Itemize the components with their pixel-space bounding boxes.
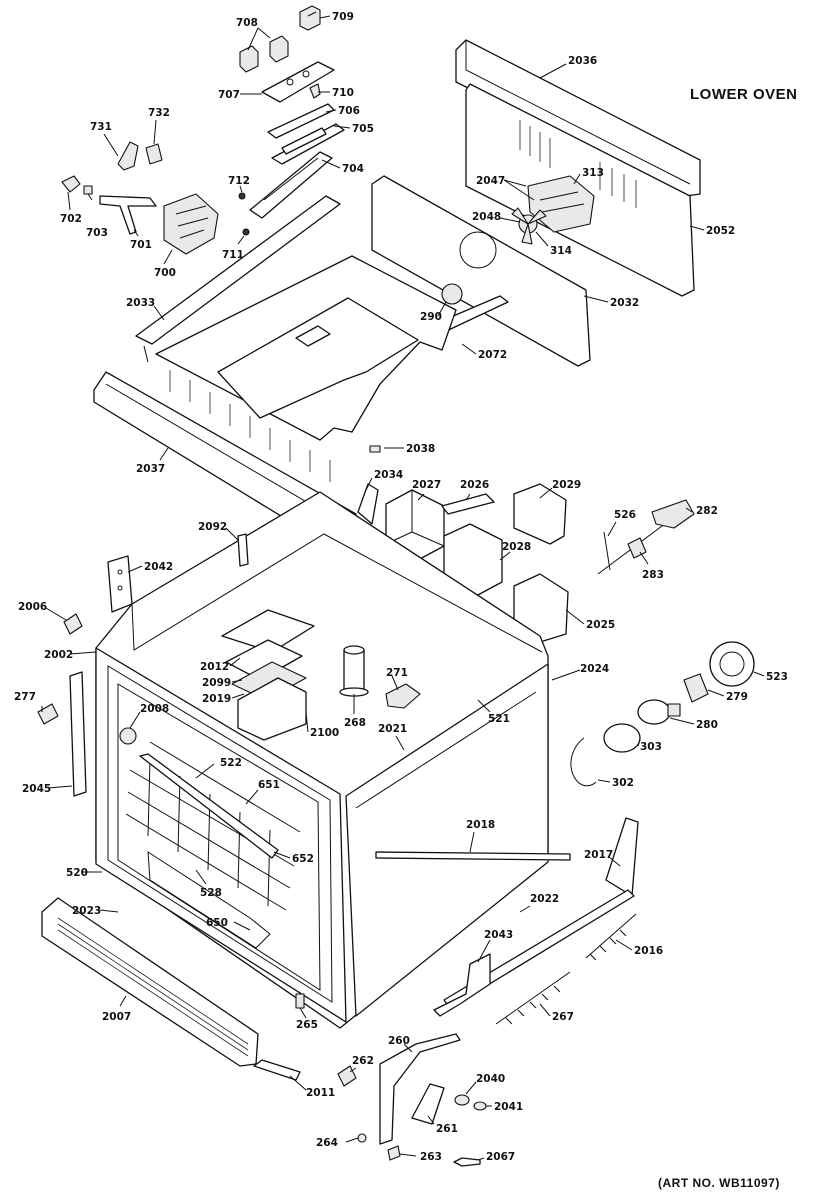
part-label-704: 704: [342, 163, 364, 175]
part-label-2032: 2032: [610, 297, 639, 309]
part-label-262: 262: [352, 1055, 374, 1067]
part-label-731: 731: [90, 121, 112, 133]
part-label-290: 290: [420, 311, 442, 323]
part-label-2026: 2026: [460, 479, 489, 491]
part-label-522: 522: [220, 757, 242, 769]
part-label-2047: 2047: [476, 175, 505, 187]
part-label-264: 264: [316, 1137, 338, 1149]
part-label-710: 710: [332, 87, 354, 99]
part-label-711: 711: [222, 249, 244, 261]
part-label-2041: 2041: [494, 1101, 523, 1113]
part-label-2002: 2002: [44, 649, 73, 661]
part-label-700: 700: [154, 267, 176, 279]
part-label-702: 702: [60, 213, 82, 225]
part-label-2040: 2040: [476, 1073, 505, 1085]
part-label-2038: 2038: [406, 443, 435, 455]
part-label-521: 521: [488, 713, 510, 725]
part-label-2016: 2016: [634, 945, 663, 957]
part-label-2028: 2028: [502, 541, 531, 553]
part-label-2092: 2092: [198, 521, 227, 533]
upper-panel-drawing: [371, 39, 701, 367]
leader-lines: [41, 15, 765, 1161]
diagram-title: LOWER OVEN: [690, 86, 798, 103]
part-label-708: 708: [236, 17, 258, 29]
latch-assembly-drawing: [61, 5, 345, 255]
part-label-2029: 2029: [552, 479, 581, 491]
part-label-2067: 2067: [486, 1151, 515, 1163]
part-label-2007: 2007: [102, 1011, 131, 1023]
part-label-2006: 2006: [18, 601, 47, 613]
part-label-732: 732: [148, 107, 170, 119]
part-label-701: 701: [130, 239, 152, 251]
part-label-2027: 2027: [412, 479, 441, 491]
part-label-260: 260: [388, 1035, 410, 1047]
part-label-2033: 2033: [126, 297, 155, 309]
part-label-709: 709: [332, 11, 354, 23]
part-label-277: 277: [14, 691, 36, 703]
part-label-282: 282: [696, 505, 718, 517]
part-label-703: 703: [86, 227, 108, 239]
part-label-2025: 2025: [586, 619, 615, 631]
part-label-2012: 2012: [200, 661, 229, 673]
oven-top-drawing: [93, 195, 457, 553]
bottom-parts-drawing: [41, 897, 487, 1167]
part-label-2019: 2019: [202, 693, 231, 705]
oven-cavity-drawing: [37, 483, 569, 1029]
part-label-2036: 2036: [568, 55, 597, 67]
part-label-302: 302: [612, 777, 634, 789]
part-label-2034: 2034: [374, 469, 403, 481]
part-label-263: 263: [420, 1151, 442, 1163]
part-label-314: 314: [550, 245, 572, 257]
right-parts-drawing: [375, 499, 755, 1025]
part-label-313: 313: [582, 167, 604, 179]
art-number: (ART NO. WB11097): [658, 1176, 780, 1190]
part-label-2042: 2042: [144, 561, 173, 573]
part-label-2072: 2072: [478, 349, 507, 361]
part-label-2048: 2048: [472, 211, 501, 223]
part-label-2021: 2021: [378, 723, 407, 735]
part-label-2043: 2043: [484, 929, 513, 941]
part-label-267: 267: [552, 1011, 574, 1023]
part-label-651: 651: [258, 779, 280, 791]
part-label-705: 705: [352, 123, 374, 135]
part-label-523: 523: [766, 671, 788, 683]
part-label-2045: 2045: [22, 783, 51, 795]
part-label-261: 261: [436, 1123, 458, 1135]
part-label-2022: 2022: [530, 893, 559, 905]
part-label-2024: 2024: [580, 663, 609, 675]
part-label-650: 650: [206, 917, 228, 929]
part-label-2037: 2037: [136, 463, 165, 475]
part-label-706: 706: [338, 105, 360, 117]
part-label-2100: 2100: [310, 727, 339, 739]
part-label-303: 303: [640, 741, 662, 753]
part-label-283: 283: [642, 569, 664, 581]
part-label-712: 712: [228, 175, 250, 187]
part-label-520: 520: [66, 867, 88, 879]
part-labels: 709 708 707 710 706 705 704 712 711 731 …: [14, 11, 788, 1163]
part-label-2008: 2008: [140, 703, 169, 715]
part-label-2017: 2017: [584, 849, 613, 861]
part-label-2018: 2018: [466, 819, 495, 831]
part-label-707: 707: [218, 89, 240, 101]
part-label-526: 526: [614, 509, 636, 521]
part-label-268: 268: [344, 717, 366, 729]
part-label-279: 279: [726, 691, 748, 703]
part-label-2052: 2052: [706, 225, 735, 237]
part-label-2023: 2023: [72, 905, 101, 917]
part-label-265: 265: [296, 1019, 318, 1031]
part-label-2011: 2011: [306, 1087, 335, 1099]
part-label-2099: 2099: [202, 677, 231, 689]
part-label-271: 271: [386, 667, 408, 679]
part-label-652: 652: [292, 853, 314, 865]
part-label-528: 528: [200, 887, 222, 899]
part-label-280: 280: [696, 719, 718, 731]
